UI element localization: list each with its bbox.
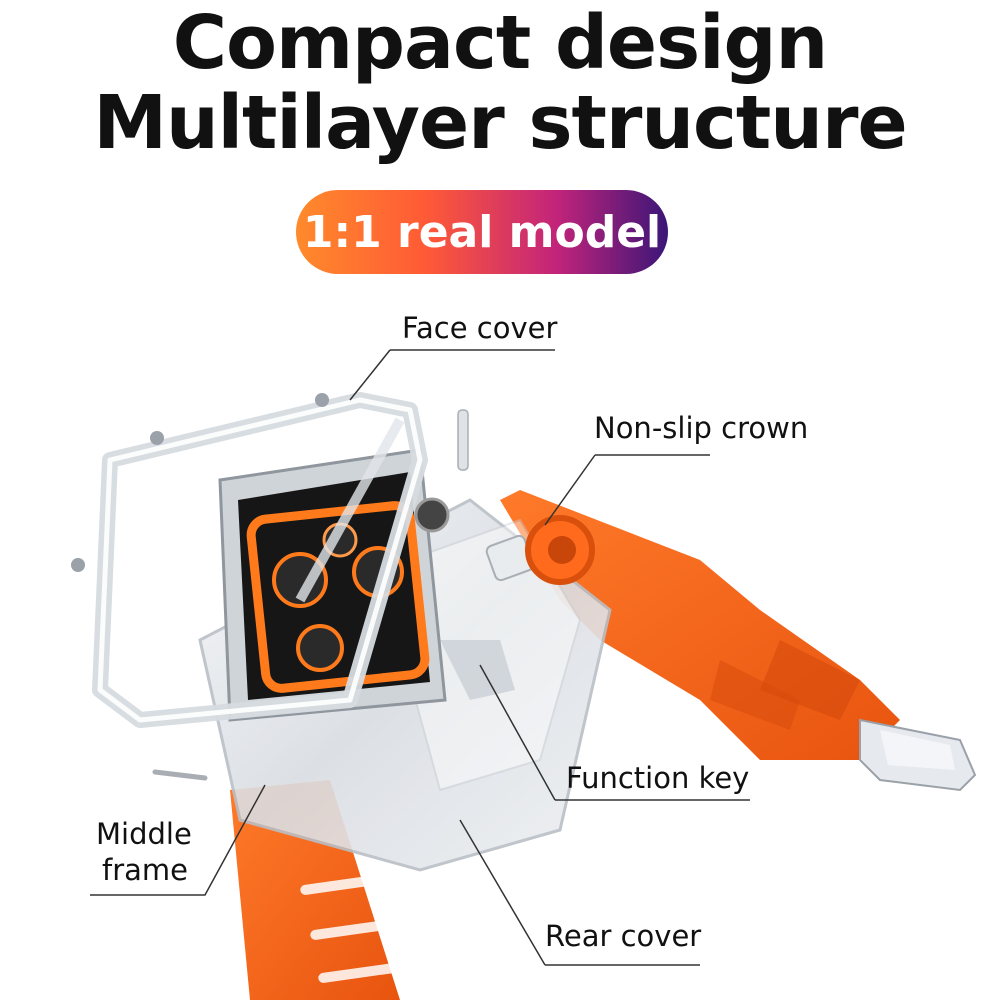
strap-bottom xyxy=(230,780,400,1000)
strap-right xyxy=(500,490,977,792)
crown-assembly xyxy=(485,515,595,585)
callout-middle-frame-line-2: frame xyxy=(102,853,188,887)
real-model-badge-label: 1:1 real model xyxy=(302,206,662,258)
callout-function-key: Function key xyxy=(566,761,750,795)
headline-line-2: Multilayer structure xyxy=(93,80,907,166)
real-model-badge: 1:1 real model xyxy=(296,190,668,274)
callout-non-slip-crown: Non-slip crown xyxy=(594,411,809,445)
callout-rear-cover: Rear cover xyxy=(545,919,702,953)
headline-line-1: Compact design xyxy=(172,0,828,86)
watch-body xyxy=(218,448,450,722)
leader-lines xyxy=(90,349,750,966)
screws xyxy=(71,393,469,781)
face-cover xyxy=(92,392,428,728)
callout-middle-frame-line-1: Middle xyxy=(96,817,192,851)
callout-face-cover: Face cover xyxy=(402,311,558,345)
